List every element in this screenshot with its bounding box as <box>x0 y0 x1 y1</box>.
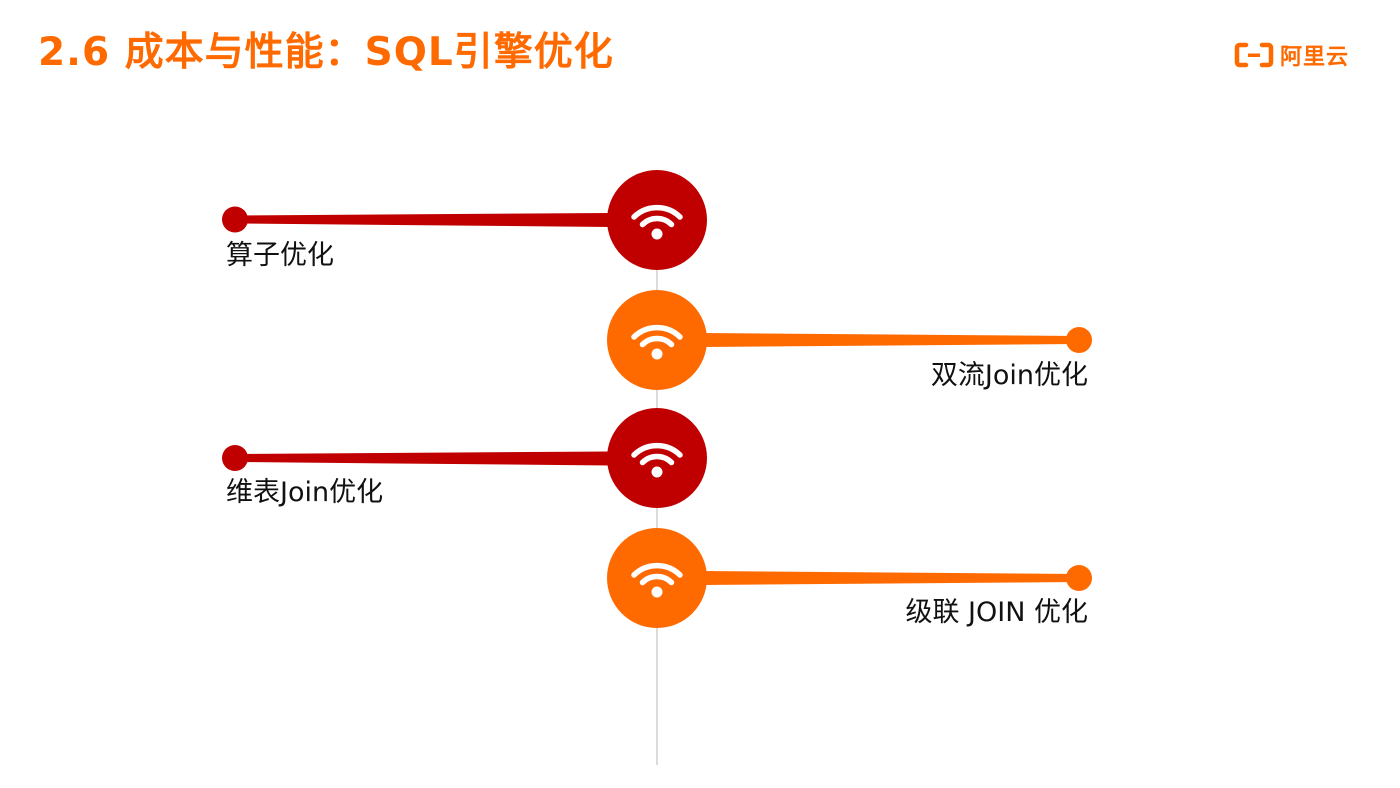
connector-line <box>235 451 610 466</box>
slide-title: 2.6 成本与性能：SQL引擎优化 <box>38 30 614 75</box>
logo-text: 阿里云 <box>1280 45 1350 70</box>
wifi-icon <box>631 442 683 478</box>
timeline-label-dimension-table-join: 维表Join优化 <box>226 477 384 508</box>
timeline-label-dual-stream-join: 双流Join优化 <box>930 360 1088 391</box>
wifi-icon <box>631 204 683 240</box>
connector-dot <box>1066 327 1092 353</box>
timeline-label-operator-optimization: 算子优化 <box>226 240 334 271</box>
timeline-item <box>607 528 1092 628</box>
connector-dot <box>222 445 248 471</box>
wifi-icon <box>631 324 683 360</box>
connector-dot <box>222 206 248 233</box>
timeline-item <box>222 170 707 270</box>
timeline-label-cascade-join: 级联 JOIN 优化 <box>905 597 1088 628</box>
connector-line <box>704 571 1079 585</box>
wifi-icon <box>631 562 683 598</box>
connector-line <box>235 213 610 227</box>
connector-line <box>704 333 1079 347</box>
connector-dot <box>1066 565 1092 591</box>
timeline-item <box>222 408 707 508</box>
aliyun-bracket-logo-icon <box>1234 42 1274 68</box>
aliyun-logo: 阿里云 <box>1234 40 1349 70</box>
timeline-item <box>607 290 1092 390</box>
